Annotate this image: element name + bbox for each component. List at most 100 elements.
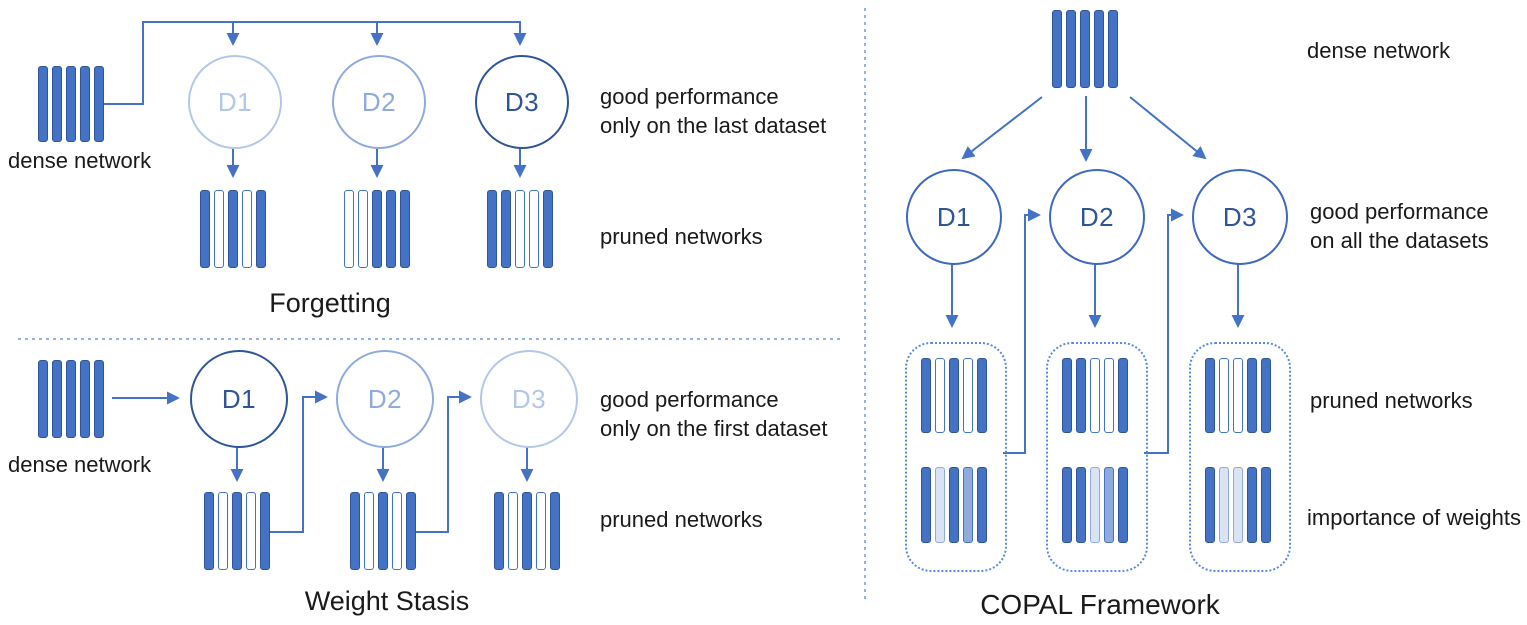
weight-bar-solid xyxy=(921,467,931,543)
weight-bar-hollow xyxy=(242,190,252,268)
copal-box1-to-d2 xyxy=(1003,208,1041,454)
performance-note-line2: on all the datasets xyxy=(1310,228,1489,253)
weight-bar-hollow xyxy=(1219,358,1229,433)
weight-bar-solid xyxy=(372,190,382,268)
weight-bar-solid xyxy=(256,190,266,268)
pruned-networks-label: pruned networks xyxy=(1310,388,1473,413)
weight-bar-solid xyxy=(80,66,90,142)
dataset-circle-forgetting-d2: D2 xyxy=(332,55,426,149)
weight-bar-hollow xyxy=(529,190,539,268)
weight-bar-solid xyxy=(1062,358,1072,433)
result-box-3 xyxy=(1189,342,1291,572)
weight-bar-solid xyxy=(400,190,410,268)
dataset-circle-label: D2 xyxy=(367,383,403,414)
weight-bar-solid xyxy=(232,492,242,570)
weight-bar-solid xyxy=(1066,10,1076,88)
weight-bar-solid xyxy=(1052,10,1062,88)
dataset-circle-label: D1 xyxy=(936,201,972,232)
weight-bar-hollow xyxy=(515,190,525,268)
weight-bar-solid xyxy=(1094,10,1104,88)
weight-bar-solid xyxy=(1062,467,1072,543)
weight-bar-solid xyxy=(1118,467,1128,543)
dense-network-label: dense network xyxy=(8,452,152,477)
weight-bar-solid xyxy=(949,358,959,433)
copal-dense-to-d3 xyxy=(1129,96,1207,160)
weight-bar-solid xyxy=(977,358,987,433)
weight-bar-solid xyxy=(1108,10,1118,88)
weight-bar-solid xyxy=(38,360,48,438)
weight-bar-solid xyxy=(1205,467,1215,543)
weight-bar-solid xyxy=(977,467,987,543)
weight-bar-solid xyxy=(204,492,214,570)
pruned-network-bars-1 xyxy=(921,358,987,433)
pruned-network-bars-2 xyxy=(344,190,410,268)
dataset-circle-label: D3 xyxy=(511,383,547,414)
dataset-circle-copal-d3: D3 xyxy=(1192,169,1288,265)
weight-bar-solid xyxy=(1205,358,1215,433)
weight-bar-hollow xyxy=(246,492,256,570)
pruned-network-bars-3 xyxy=(487,190,553,268)
weight-bar-hollow xyxy=(508,492,518,570)
importance-bars-2 xyxy=(1062,467,1128,543)
dataset-circle-forgetting-d1: D1 xyxy=(188,55,282,149)
result-box-1 xyxy=(905,342,1007,572)
ws-pruned1-to-d2 xyxy=(270,390,328,533)
dataset-circle-label: D3 xyxy=(504,86,540,117)
importance-of-weights-label: importance of weights xyxy=(1307,505,1521,530)
weight-bar-solid xyxy=(494,492,504,570)
dense-network-label: dense network xyxy=(1307,38,1451,63)
result-box-2 xyxy=(1046,342,1148,572)
dataset-circle-ws-d3: D3 xyxy=(480,350,578,448)
weight-bar-hollow xyxy=(963,358,973,433)
weight-bar-solid xyxy=(487,190,497,268)
weight-bar-solid xyxy=(1118,358,1128,433)
dataset-circle-ws-d2: D2 xyxy=(336,350,434,448)
weight-bar-xlight xyxy=(1090,467,1100,543)
forgetting-trunk-arrow xyxy=(104,21,527,105)
weight-bar-solid xyxy=(543,190,553,268)
weight-bar-xlight xyxy=(1233,467,1243,543)
weight-bar-hollow xyxy=(536,492,546,570)
weight-bar-solid xyxy=(921,358,931,433)
dataset-circle-ws-d1: D1 xyxy=(190,350,288,448)
weight-bar-solid xyxy=(52,66,62,142)
pruned-network-bars-1 xyxy=(204,492,270,570)
weight-bar-solid xyxy=(949,467,959,543)
performance-note-line1: good performance xyxy=(600,387,779,412)
dataset-circle-copal-d2: D2 xyxy=(1049,169,1145,265)
dense-network-bars xyxy=(1052,10,1118,88)
copal-dense-to-d1 xyxy=(961,96,1043,160)
weight-bar-xlight xyxy=(1219,467,1229,543)
weight-bar-solid xyxy=(501,190,511,268)
pruned-networks-label: pruned networks xyxy=(600,224,763,249)
weight-bar-solid xyxy=(1076,358,1086,433)
weight-bar-hollow xyxy=(214,190,224,268)
weight-bar-solid xyxy=(350,492,360,570)
weight-bar-solid xyxy=(38,66,48,142)
weight-bar-xlight xyxy=(935,467,945,543)
pruned-network-bars-3 xyxy=(1205,358,1271,433)
dataset-circle-label: D2 xyxy=(1079,201,1115,232)
ws-pruned2-to-d3 xyxy=(416,390,472,533)
weight-bar-solid xyxy=(94,66,104,142)
importance-bars-1 xyxy=(921,467,987,543)
dense-network-bars xyxy=(38,360,104,438)
weight-bar-solid xyxy=(522,492,532,570)
dataset-circle-label: D3 xyxy=(1222,201,1258,232)
pruned-network-bars-2 xyxy=(350,492,416,570)
weight-bar-solid xyxy=(1247,358,1257,433)
weight-bar-medium xyxy=(1104,467,1114,543)
weight-bar-hollow xyxy=(364,492,374,570)
weight-bar-solid xyxy=(1076,467,1086,543)
pruned-network-bars-2 xyxy=(1062,358,1128,433)
weight-bar-solid xyxy=(1261,358,1271,433)
weight-bar-solid xyxy=(550,492,560,570)
copal-framework-title: COPAL Framework xyxy=(980,589,1220,620)
dataset-circle-label: D2 xyxy=(361,86,397,117)
weight-bar-solid xyxy=(1247,467,1257,543)
weight-bar-solid xyxy=(228,190,238,268)
weight-bar-hollow xyxy=(1104,358,1114,433)
dataset-circle-label: D1 xyxy=(221,383,257,414)
performance-note-line2: only on the first dataset xyxy=(600,416,828,441)
